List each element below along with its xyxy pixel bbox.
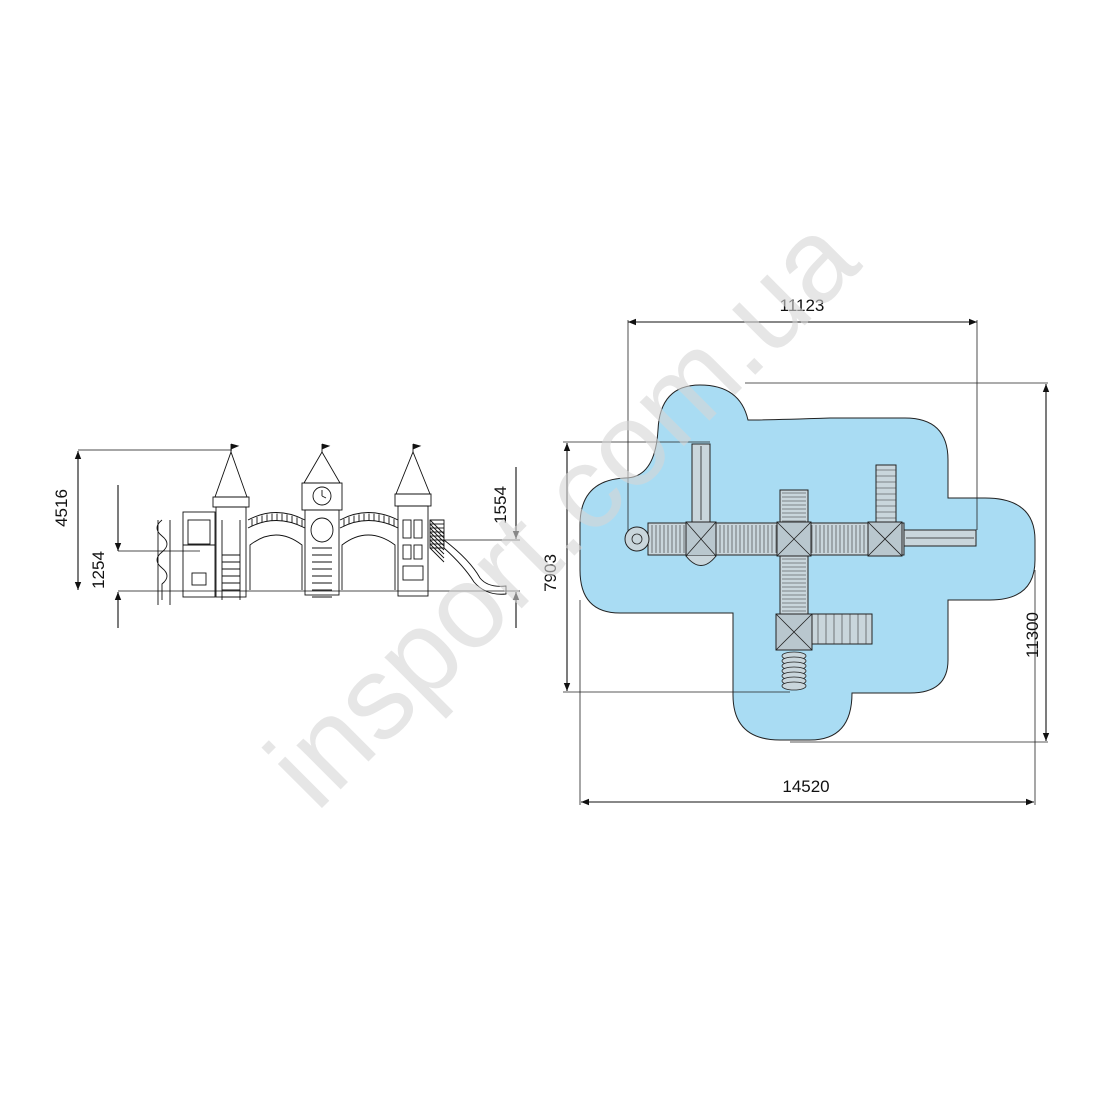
plan-slide-top-right [875, 464, 897, 523]
plan-tube-end [624, 526, 650, 552]
clock-icon [312, 486, 332, 506]
dim-side-total-height: 4516 [52, 489, 71, 527]
side-arch-bridge-1 [247, 512, 306, 590]
plan-deck-down [779, 555, 809, 615]
dim-plan-equipment-width: 11123 [780, 296, 825, 315]
plan-platform-4 [775, 613, 813, 651]
dim-side-platform-height-2: 1554 [491, 486, 510, 524]
dim-side-platform-height-1: 1254 [89, 551, 108, 589]
plan-spiral-tube [781, 651, 807, 691]
side-dimensions: 4516 1254 1554 [52, 451, 520, 628]
side-left-module [182, 511, 216, 598]
plan-platform-3 [867, 521, 903, 557]
side-tower-3 [394, 443, 432, 597]
side-tower-2-clock [301, 443, 343, 598]
dim-plan-zone-depth: 11300 [1023, 612, 1042, 658]
dim-plan-equipment-depth: 7903 [541, 554, 560, 592]
side-tower-1 [212, 443, 250, 600]
plan-dimensions: 11123 14520 11300 7903 [541, 296, 1050, 806]
side-slide [443, 539, 507, 595]
dim-plan-zone-width: 14520 [782, 777, 829, 796]
plan-deck-up [779, 489, 809, 523]
plan-platform-2 [776, 521, 812, 557]
side-elevation [78, 443, 520, 605]
side-arch-bridge-2 [339, 512, 399, 590]
side-spiral-climber [156, 519, 171, 605]
plan-platform-1 [685, 521, 717, 557]
plan-view [563, 320, 1048, 805]
